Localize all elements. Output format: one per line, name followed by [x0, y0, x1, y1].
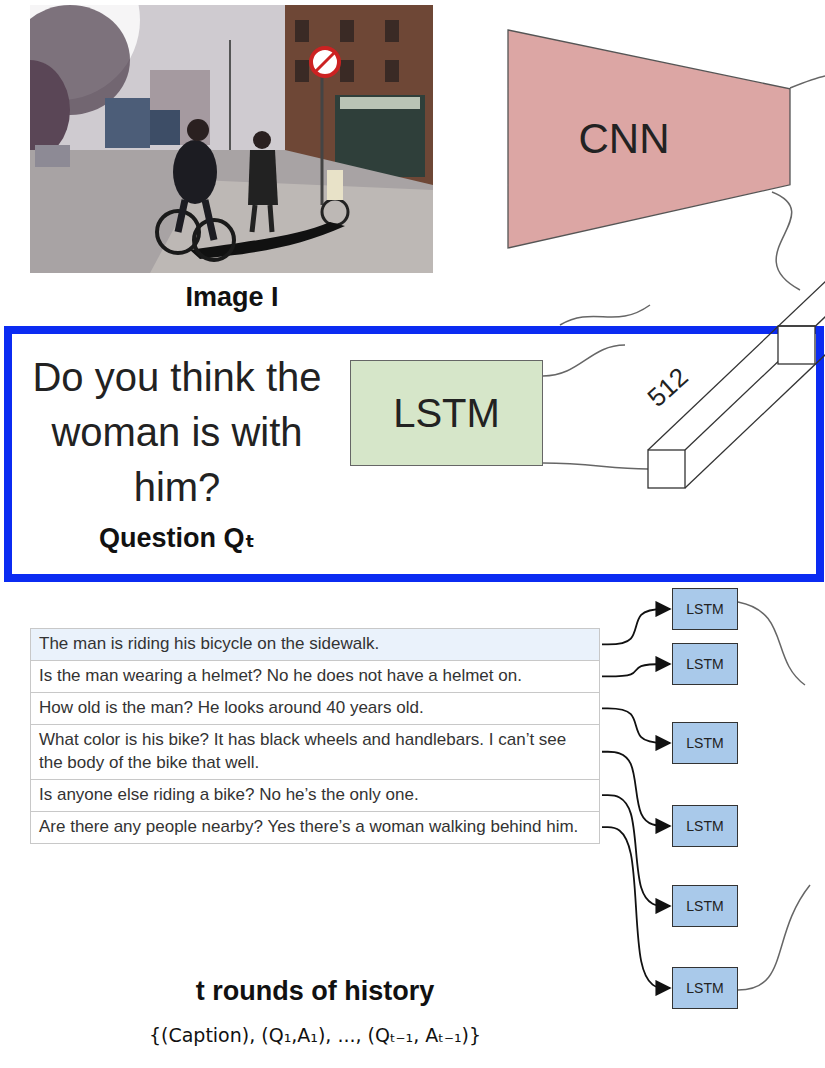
window — [295, 60, 309, 82]
history-row: Is the man wearing a helmet? No he does … — [30, 660, 600, 693]
history-arrow — [602, 708, 670, 743]
window — [385, 60, 399, 82]
node-text: The man is riding his bicycle on the sid… — [39, 633, 379, 656]
node-text: Are there any people nearby? Yes there’s… — [39, 816, 578, 839]
woman-legs — [252, 205, 272, 232]
window — [340, 20, 354, 42]
lstm-cell: LSTM — [672, 885, 738, 927]
history-row: The man is riding his bicycle on the sid… — [30, 628, 600, 661]
cyclist-head — [187, 119, 209, 141]
history-arrow — [602, 752, 670, 826]
node-text: LSTM — [686, 601, 723, 617]
sign-slash — [315, 52, 335, 72]
history-arrow — [602, 664, 670, 676]
highlight-frame — [8, 330, 820, 578]
vector-edge — [648, 260, 825, 450]
street-photo — [30, 5, 433, 273]
history-row: Is anyone else riding a bike? No he’s th… — [30, 779, 600, 812]
question-text: Do you think the woman is with him? — [22, 350, 332, 515]
wire — [543, 345, 625, 376]
no-entry-sign — [311, 48, 339, 76]
far-building — [150, 70, 210, 145]
wire — [560, 305, 650, 325]
lstm-cell: LSTM — [672, 643, 738, 685]
image-caption: Image I — [32, 282, 432, 313]
lstm-cell: LSTM — [672, 588, 738, 630]
parked-bike-bag — [327, 170, 343, 200]
vector-edge — [685, 298, 825, 488]
node-text: LSTM — [686, 656, 723, 672]
node-text: CNN — [579, 115, 720, 163]
vector-front-face — [648, 450, 685, 488]
woman-body — [248, 150, 278, 205]
history-row: How old is the man? He looks around 40 y… — [30, 692, 600, 725]
cnn-trapezoid-fill — [508, 30, 790, 248]
history-caption: t rounds of history — [30, 976, 600, 1007]
woman-head — [253, 131, 271, 149]
wire — [790, 76, 825, 88]
node-text: Is anyone else riding a bike? No he’s th… — [39, 784, 419, 807]
node-text: Is the man wearing a helmet? No he does … — [39, 665, 522, 688]
shop-sign — [340, 97, 420, 109]
wire — [543, 463, 648, 469]
history-formula: {(Caption), (Q₁,A₁), ..., (Qₜ₋₁, Aₜ₋₁)} — [20, 1024, 610, 1046]
history-arrow — [602, 795, 670, 906]
history-arrow — [602, 827, 670, 988]
lstm-block: LSTM — [350, 360, 543, 466]
wire — [738, 885, 810, 990]
question-caption: Question Qₜ — [22, 522, 332, 554]
node-text: What color is his bike? It has black whe… — [39, 729, 591, 775]
vector-slice-edge — [778, 325, 815, 326]
history-row: What color is his bike? It has black whe… — [30, 724, 600, 780]
node-text: How old is the man? He looks around 40 y… — [39, 697, 424, 720]
history-arrow — [602, 609, 670, 644]
node-text: LSTM — [686, 980, 723, 996]
cyclist-body — [173, 140, 217, 204]
bus — [150, 110, 180, 145]
dimension-label: 512 — [632, 353, 705, 423]
vector-slice — [778, 326, 815, 364]
bus — [105, 98, 150, 148]
wire — [738, 602, 805, 685]
lamp-post — [229, 40, 231, 150]
shop-front — [335, 95, 425, 177]
cyclist-legs — [178, 200, 214, 240]
window — [340, 60, 354, 82]
parked-bike-wheel — [322, 199, 348, 225]
node-text: LSTM — [686, 898, 723, 914]
node-text: LSTM — [686, 818, 723, 834]
road — [30, 150, 433, 273]
history-row: Are there any people nearby? Yes there’s… — [30, 811, 600, 844]
node-text: LSTM — [393, 391, 500, 436]
lstm-cell: LSTM — [672, 722, 738, 764]
wire — [772, 192, 800, 290]
lstm-cell: LSTM — [672, 805, 738, 847]
car — [35, 145, 70, 167]
window — [385, 20, 399, 42]
cnn-block: CNN — [508, 30, 790, 248]
window — [295, 20, 309, 42]
lstm-cell: LSTM — [672, 967, 738, 1009]
node-text: LSTM — [686, 735, 723, 751]
